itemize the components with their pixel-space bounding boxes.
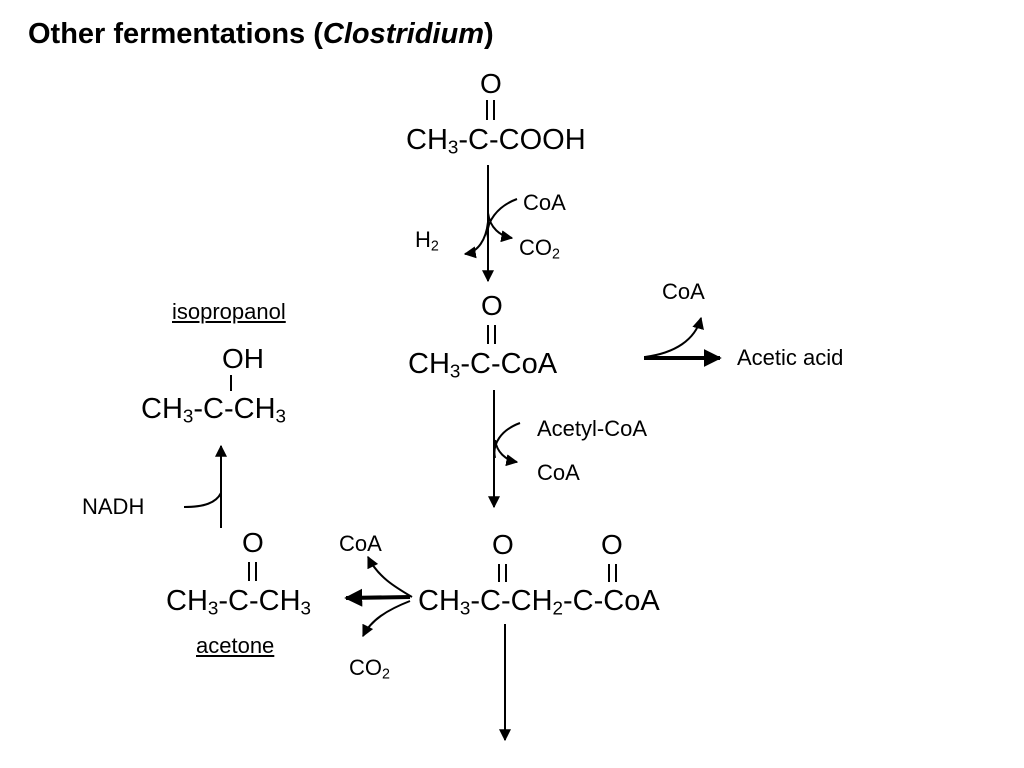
step1-coa-label: CoA: [523, 190, 566, 215]
title-organism: Clostridium: [322, 18, 484, 50]
formula-part: CH: [408, 348, 450, 380]
formula-subscript: 2: [552, 597, 564, 619]
acetone-oxygen: O: [242, 527, 264, 558]
formula-part: CO: [519, 235, 552, 260]
step1-co2-curve: [487, 212, 514, 243]
formula-part: CH: [166, 585, 208, 617]
formula-part: CO: [349, 655, 382, 680]
isopropanol-oh: OH: [222, 343, 264, 374]
acetoacetyl-coa-oxygen-2: O: [601, 529, 623, 560]
isopropanol-formula: CH3-C-CH3: [141, 393, 287, 427]
step2-acetyl-coa-label: Acetyl-CoA: [537, 416, 648, 441]
formula-part: -C-CoA: [563, 585, 660, 617]
acetic-acid-label: Acetic acid: [737, 345, 844, 370]
formula-part: CH: [141, 393, 183, 425]
acetoacetyl-coa-oxygen-1: O: [492, 529, 514, 560]
acetone-step-co2-label: CO2: [349, 655, 390, 682]
formula-subscript: 2: [430, 238, 439, 255]
step2-coa-curve: [494, 439, 519, 467]
acetone-step-coa-curve: [367, 555, 413, 598]
pyruvate-formula: CH3-C-COOH: [406, 124, 586, 158]
formula-subscript: 3: [300, 597, 312, 619]
isopropanol-label: isopropanol: [172, 299, 286, 324]
acetyl-coa-formula: CH3-C-CoA: [408, 348, 558, 382]
formula-subscript: 2: [552, 246, 560, 263]
acetic-branch-coa-curve: [644, 316, 704, 358]
acetyl-coa-oxygen: O: [481, 290, 503, 321]
formula-part: H: [415, 227, 431, 252]
acetone-step-coa-label: CoA: [339, 531, 382, 556]
formula-part: CH: [406, 124, 448, 156]
step1-co2-label: CO2: [519, 235, 560, 262]
acetone-formula: CH3-C-CH3: [166, 585, 312, 619]
acetone-arrow: [344, 588, 411, 607]
formula-part: -C-CH: [218, 585, 301, 617]
step2-acetyl-coa-curve: [493, 422, 521, 459]
page-title: Other fermentations (Clostridium): [28, 20, 494, 49]
formula-part: -C-CH: [470, 585, 553, 617]
acetone-label: acetone: [196, 633, 275, 658]
formula-subscript: 2: [382, 666, 390, 683]
nadh-curve: [183, 492, 222, 508]
formula-part: CH: [418, 585, 460, 617]
formula-part: -C-CH: [193, 393, 276, 425]
formula-part: -C-CoA: [460, 348, 558, 380]
step2-coa-label: CoA: [537, 460, 580, 485]
formula-subscript: 3: [447, 136, 459, 158]
formula-part: -C-COOH: [458, 124, 586, 156]
acetone-step-co2-curve: [362, 600, 411, 638]
formula-subscript: 3: [207, 597, 219, 619]
formula-subscript: 3: [182, 405, 194, 427]
nadh-label: NADH: [82, 494, 145, 519]
acetic-branch-coa-label: CoA: [662, 279, 705, 304]
title-prefix: Other fermentations (: [28, 18, 323, 50]
formula-subscript: 3: [275, 405, 287, 427]
pyruvate-oxygen: O: [480, 68, 502, 99]
double-bonds: [248, 100, 617, 582]
step1-h2-label: H2: [415, 227, 439, 254]
title-suffix: ): [484, 18, 494, 50]
step1-coa-curve: [486, 198, 518, 239]
formula-subscript: 3: [449, 360, 461, 382]
acetoacetyl-coa-formula: CH3-C-CH2-C-CoA: [418, 585, 660, 619]
step1-h2-curve: [463, 221, 489, 259]
formula-subscript: 3: [459, 597, 471, 619]
